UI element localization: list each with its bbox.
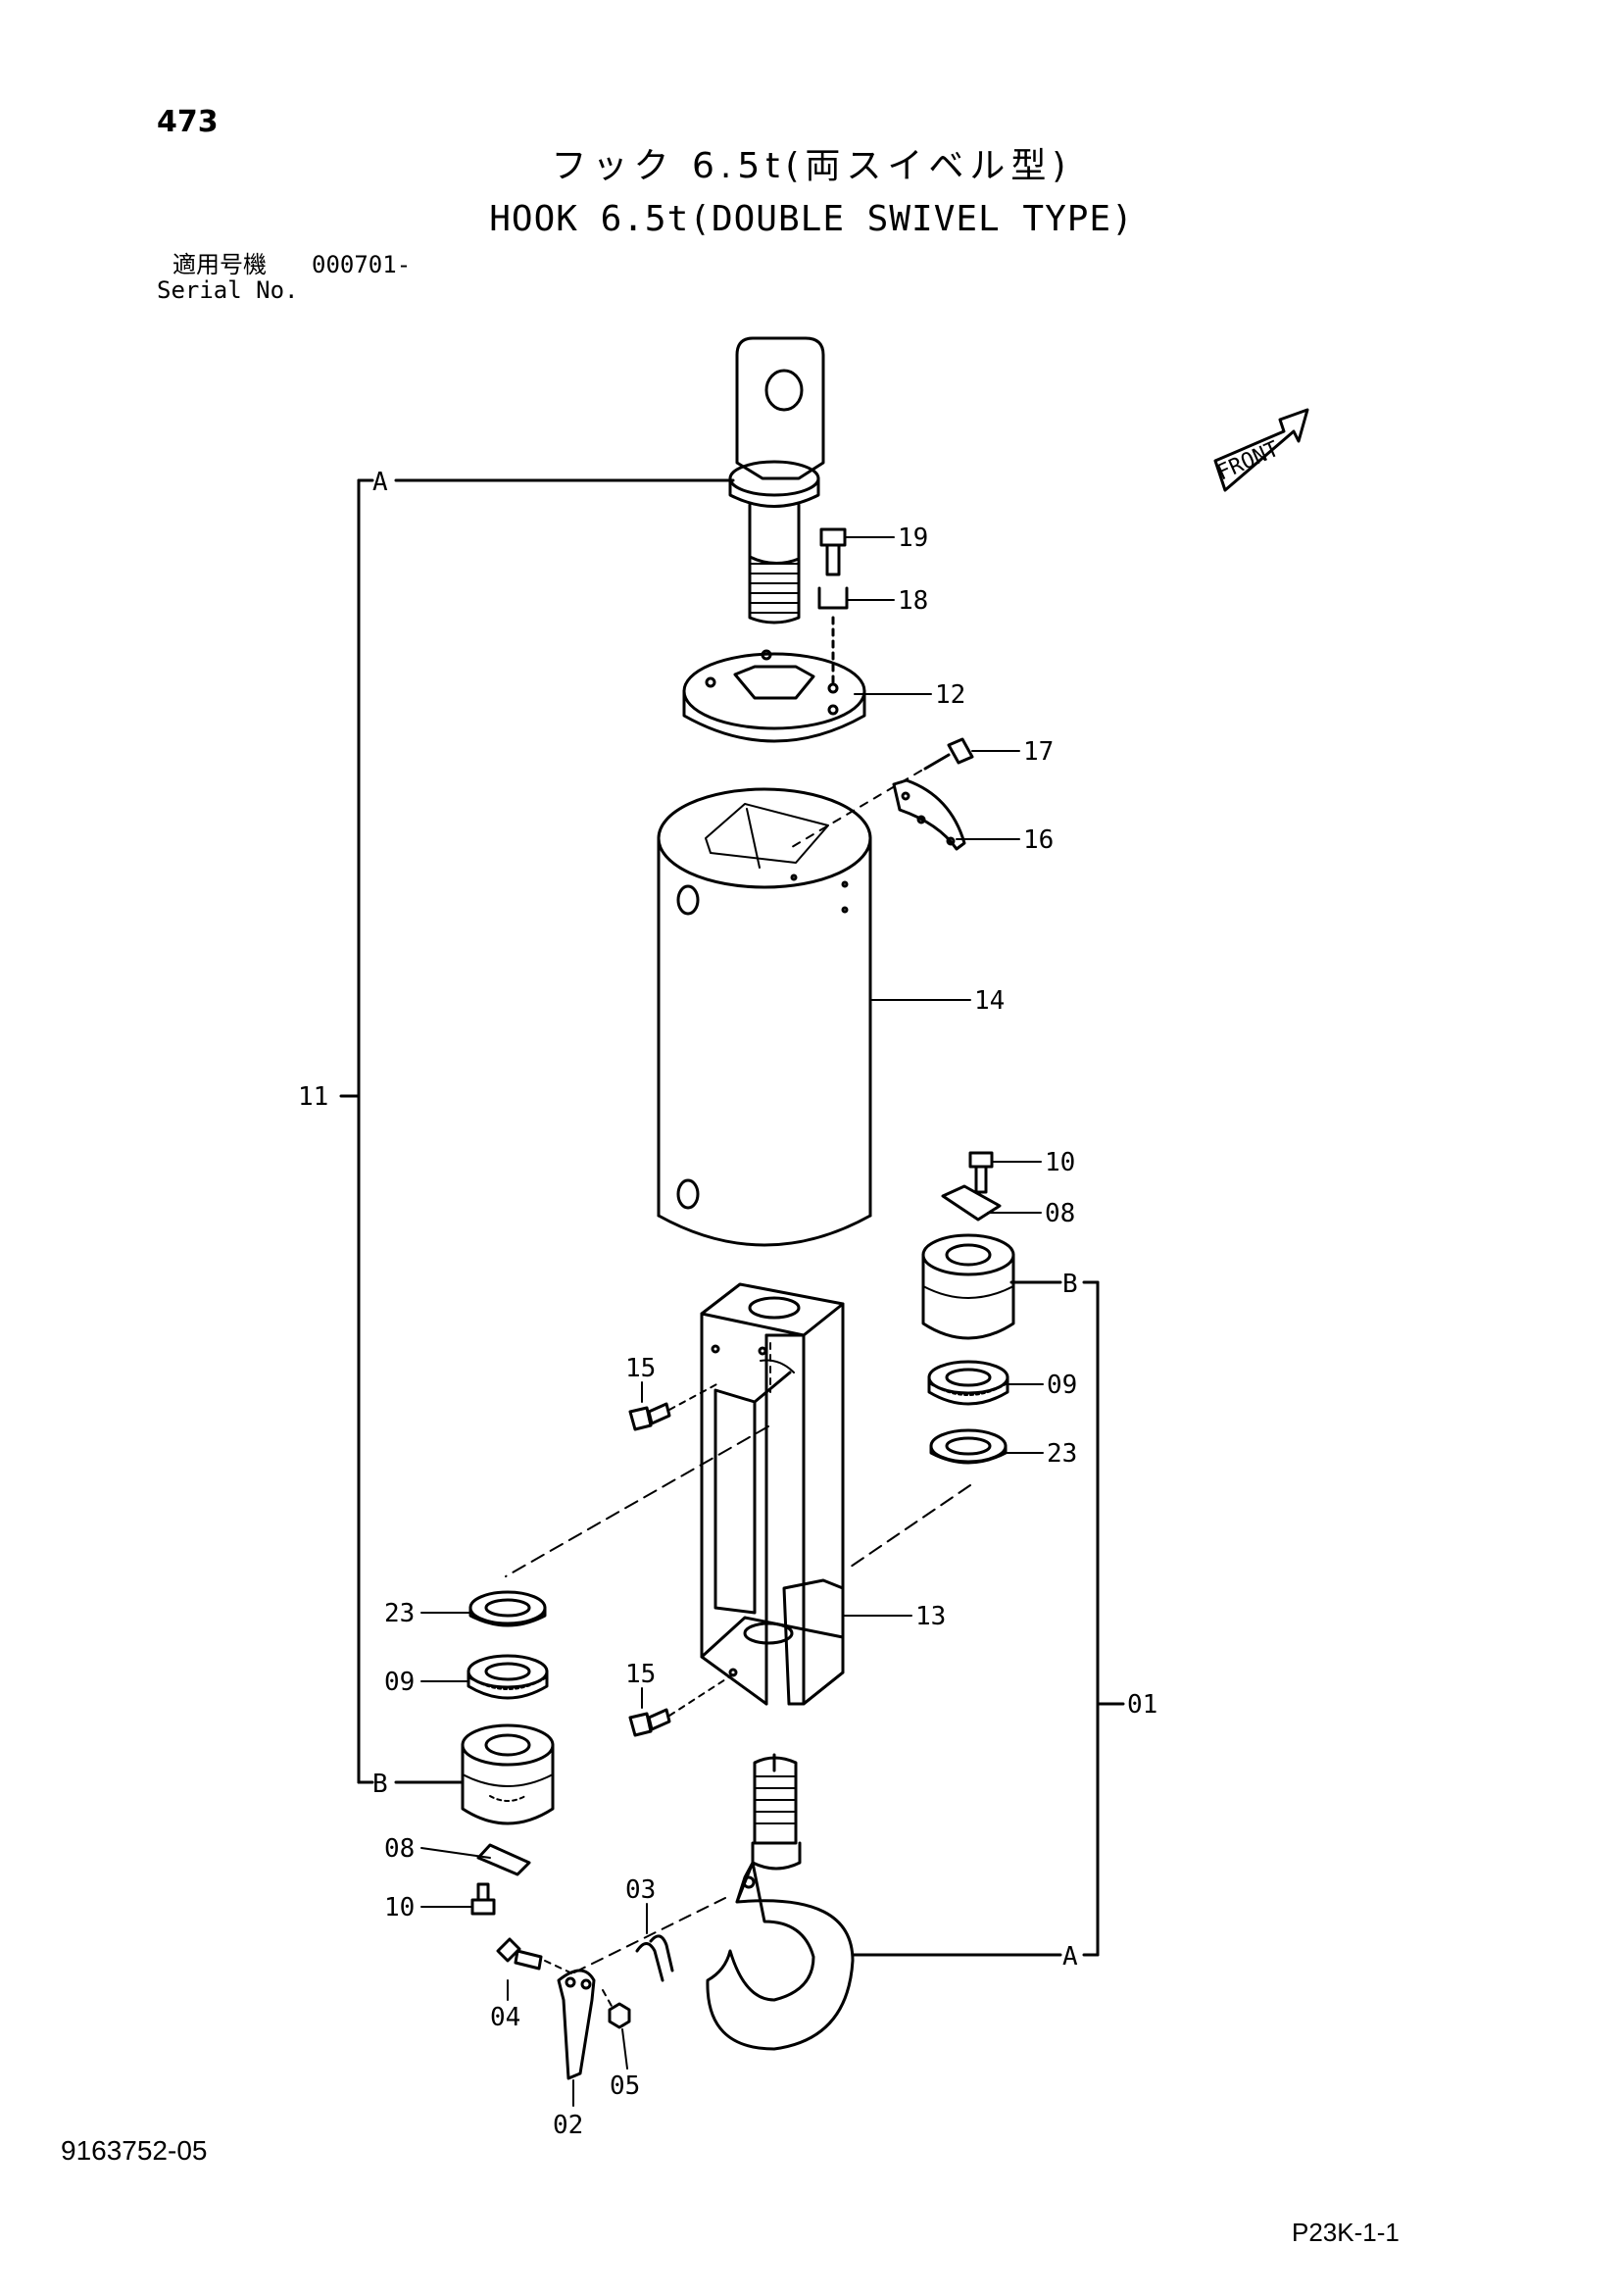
page-number: 473 — [157, 105, 219, 139]
leader-lines — [420, 536, 1044, 2107]
hook-part — [706, 1753, 855, 2051]
top-plate-12 — [682, 649, 866, 743]
document-number: 9163752-05 — [61, 2135, 208, 2166]
bracket-label-b-left: B — [372, 1770, 388, 1799]
callout-01: 01 — [1127, 1690, 1157, 1720]
title-english: HOOK 6.5t(DOUBLE SWIVEL TYPE) — [489, 199, 1134, 239]
callout-11: 11 — [298, 1082, 328, 1112]
callout-12: 12 — [935, 680, 965, 710]
bolt-19 — [819, 527, 847, 576]
swivel-nut-right — [921, 1233, 1015, 1340]
callout-09-right: 09 — [1047, 1371, 1077, 1400]
bolt-15-lower — [628, 1673, 734, 1737]
callout-15-upper: 15 — [625, 1354, 656, 1383]
cover-plate-16 — [892, 778, 966, 851]
lock-plate-18 — [817, 586, 849, 684]
nut-05 — [608, 2002, 631, 2029]
bolt-10-right — [968, 1151, 994, 1194]
bracket-label-a-bottom: A — [1062, 1942, 1078, 1972]
serial-value: 000701- — [312, 251, 412, 278]
lock-plate-08-right — [941, 1184, 1002, 1222]
callout-19: 19 — [898, 524, 928, 553]
swivel-eye-part — [728, 336, 825, 624]
washer-23-left — [468, 1590, 547, 1627]
swivel-nut-left — [461, 1723, 555, 1825]
washer-23-right — [929, 1428, 1008, 1465]
front-label: FRONT — [1213, 437, 1283, 486]
title-japanese: フック 6.5t(両スイベル型) — [551, 146, 1072, 186]
assembly-bracket-11 — [339, 478, 735, 1784]
page-reference: P23K-1-1 — [1292, 2218, 1400, 2247]
callout-08-left: 08 — [384, 1834, 415, 1864]
callout-labels: 19 18 12 17 16 14 11 10 08 09 23 15 13 2… — [298, 468, 1157, 2140]
latch-02 — [557, 1969, 596, 2080]
callout-10-right: 10 — [1045, 1148, 1075, 1177]
assembly-bracket-01 — [851, 1280, 1125, 1957]
callout-16: 16 — [1023, 825, 1054, 855]
callout-23-right: 23 — [1047, 1439, 1077, 1469]
bracket-label-b-right: B — [1062, 1270, 1078, 1299]
callout-08-right: 08 — [1045, 1199, 1075, 1228]
callout-15-lower: 15 — [625, 1660, 656, 1689]
thrust-bearing-09-left — [467, 1654, 549, 1700]
spring-03 — [635, 1934, 674, 1982]
callout-23-left: 23 — [384, 1599, 415, 1628]
screw-17 — [791, 737, 974, 848]
bolt-15-upper — [628, 1381, 721, 1431]
callout-09-left: 09 — [384, 1668, 415, 1697]
callout-05: 05 — [610, 2071, 640, 2101]
serial-label-english: Serial No. — [157, 276, 299, 304]
cylinder-housing-14 — [657, 787, 872, 1247]
callout-04: 04 — [490, 2003, 520, 2032]
bolt-10-left — [470, 1882, 496, 1916]
callout-10-left: 10 — [384, 1893, 415, 1922]
thrust-bearing-09-right — [927, 1360, 1009, 1406]
callout-13: 13 — [915, 1602, 946, 1631]
callout-02: 02 — [553, 2111, 583, 2140]
serial-label-japanese: 適用号機 — [172, 251, 267, 278]
callout-17: 17 — [1023, 737, 1054, 767]
callout-03: 03 — [625, 1875, 656, 1905]
front-arrow-icon: FRONT — [1213, 408, 1309, 492]
bracket-label-a-top: A — [372, 468, 388, 497]
callout-18: 18 — [898, 586, 928, 616]
lock-plate-08-left — [476, 1843, 531, 1876]
latch-bolt-04 — [496, 1937, 543, 1971]
callout-14: 14 — [974, 986, 1005, 1016]
hook-frame-13 — [700, 1282, 845, 1706]
